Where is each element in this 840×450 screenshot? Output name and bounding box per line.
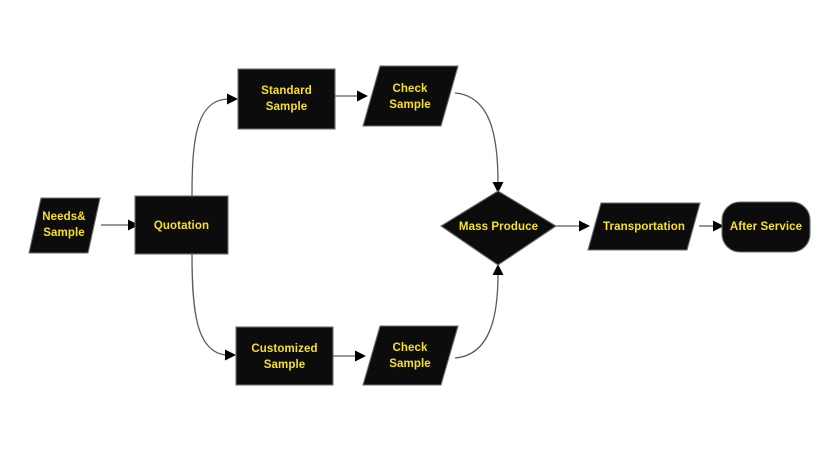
edge-customized-to-check-bottom xyxy=(333,350,366,362)
node-after-service[interactable]: After Service xyxy=(721,201,811,253)
edge-check-top-to-mass xyxy=(454,92,504,193)
node-check-sample-top[interactable]: Check Sample xyxy=(362,65,459,127)
edge-needs-to-quotation xyxy=(101,219,139,231)
edge-check-bottom-to-mass xyxy=(454,264,504,359)
arrow-head-icon xyxy=(225,349,236,361)
after-service-shape[interactable] xyxy=(721,201,811,253)
arrow-head-icon xyxy=(227,93,238,105)
node-check-sample-bottom[interactable]: Check Sample xyxy=(362,325,459,386)
edge-quotation-to-standard xyxy=(191,93,238,197)
connector-curve xyxy=(454,273,499,359)
node-transportation[interactable]: Transportation xyxy=(587,202,701,251)
check-sample-top-shape[interactable] xyxy=(362,65,459,127)
quotation-shape[interactable] xyxy=(134,195,229,255)
arrow-head-icon xyxy=(713,220,724,232)
arrow-head-icon xyxy=(492,182,504,193)
transportation-shape[interactable] xyxy=(587,202,701,251)
connector-curve xyxy=(191,253,227,356)
arrow-head-icon xyxy=(128,219,139,231)
customized-sample-shape[interactable] xyxy=(235,326,334,386)
standard-sample-shape[interactable] xyxy=(237,68,336,130)
arrow-head-icon xyxy=(355,350,366,362)
edge-quotation-to-customized xyxy=(191,253,236,361)
mass-produce-shape[interactable] xyxy=(439,190,558,266)
edge-mass-to-transportation xyxy=(556,220,590,232)
connector-curve xyxy=(454,92,499,184)
node-mass-produce[interactable]: Mass Produce xyxy=(439,190,558,266)
arrow-head-icon xyxy=(492,264,504,275)
edge-transportation-to-after-service xyxy=(699,220,724,232)
node-quotation[interactable]: Quotation xyxy=(134,195,229,255)
connector-curve xyxy=(191,98,229,197)
edge-standard-to-check-top xyxy=(335,90,368,102)
arrow-head-icon xyxy=(579,220,590,232)
needs-sample-shape[interactable] xyxy=(28,197,101,254)
node-needs-sample[interactable]: Needs& Sample xyxy=(28,197,101,254)
node-customized-sample[interactable]: Customized Sample xyxy=(235,326,334,386)
connector-layer xyxy=(101,90,724,362)
node-standard-sample[interactable]: Standard Sample xyxy=(237,68,336,130)
check-sample-bottom-shape[interactable] xyxy=(362,325,459,386)
arrow-head-icon xyxy=(357,90,368,102)
